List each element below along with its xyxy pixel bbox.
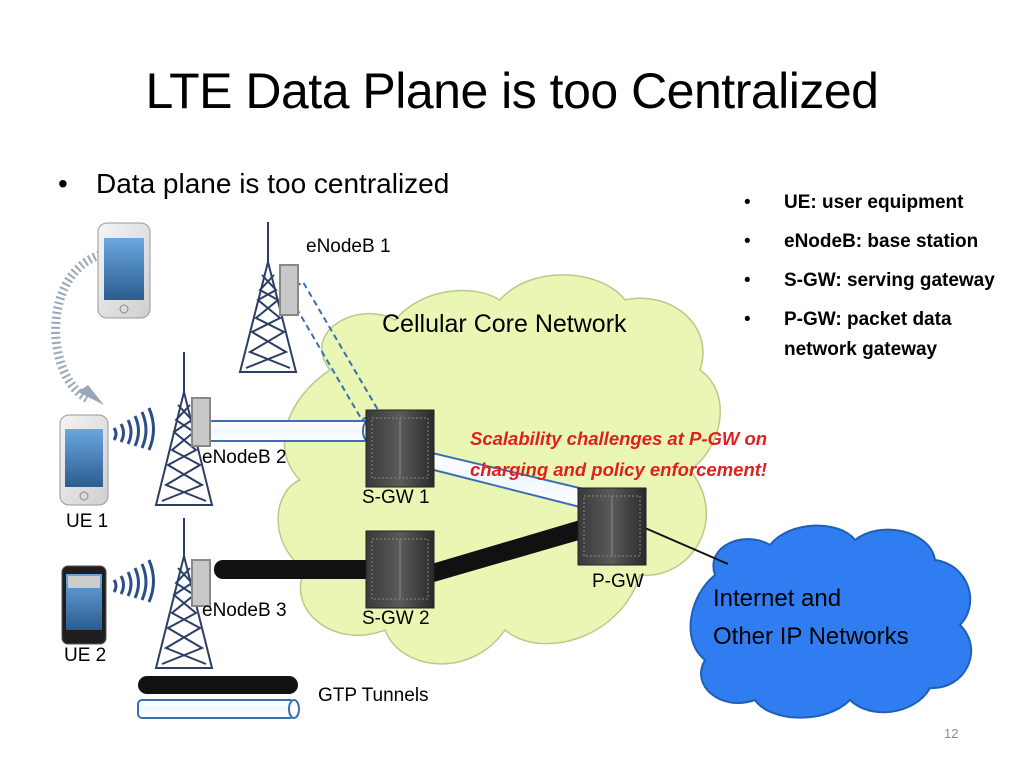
gtp-legend-white-tunnel: [137, 699, 300, 719]
legend-item-text: P-GW: packet data network gateway: [784, 309, 952, 360]
legend-item: •eNodeB: base station: [744, 231, 979, 252]
enodeb3-label: eNodeB 3: [202, 600, 287, 621]
sgw1-server-icon: [365, 409, 435, 488]
tunnel-sgw2-pgw: [428, 520, 586, 582]
ue1-phone-icon: [59, 414, 109, 506]
enodeb1-label: eNodeB 1: [306, 236, 391, 257]
legend-item-text: eNodeB: base station: [784, 231, 979, 252]
main-bullet-text: Data plane is too centralized: [96, 168, 450, 199]
ue-phone-top-icon: [97, 222, 151, 319]
warning-line2: charging and policy enforcement!: [470, 459, 768, 480]
enodeb2-label: eNodeB 2: [202, 447, 287, 468]
legend-item: •S-GW: serving gateway: [744, 270, 995, 291]
warning-line1: Scalability challenges at P-GW on: [470, 428, 768, 449]
internet-cloud: [689, 524, 973, 719]
ue2-phone-icon: [61, 565, 107, 645]
tunnel-enb3-sgw2: [214, 560, 374, 579]
radio-waves-ue1-icon: [112, 407, 155, 451]
sgw2-server-icon: [365, 530, 435, 609]
enodeb3-tower-icon: [154, 518, 214, 669]
enodeb2-tower-icon: [154, 352, 214, 506]
internet-label-line1: Internet and: [713, 585, 842, 612]
abbreviation-legend: •UE: user equipment •eNodeB: base statio…: [740, 188, 1020, 374]
scalability-warning: Scalability challenges at P-GW on chargi…: [470, 423, 767, 485]
gtp-legend-black-tunnel: [138, 676, 298, 694]
gtp-tunnels-label: GTP Tunnels: [318, 685, 429, 706]
core-cloud-label: Cellular Core Network: [382, 310, 627, 338]
handover-arrow: [51, 250, 102, 405]
slide-title: LTE Data Plane is too Centralized: [145, 63, 879, 119]
ue2-label: UE 2: [64, 645, 107, 666]
page-number: 12: [944, 726, 959, 741]
legend-item: •P-GW: packet data network gateway: [744, 309, 952, 360]
tunnel-enb2-sgw1: [207, 420, 374, 442]
pgw-label: P-GW: [592, 571, 644, 592]
internet-label-line2: Other IP Networks: [713, 623, 909, 650]
radio-waves-ue2-icon: [112, 559, 155, 603]
sgw1-label: S-GW 1: [362, 487, 430, 508]
legend-item: •UE: user equipment: [744, 192, 964, 213]
legend-item-text: UE: user equipment: [784, 192, 964, 213]
ue1-label: UE 1: [66, 511, 109, 532]
handover-arrow-head: [78, 385, 104, 405]
main-bullet: • Data plane is too centralized: [58, 168, 449, 200]
bullet-dot: •: [58, 168, 68, 199]
enodeb1-tower-icon: [238, 222, 299, 373]
pgw-server-icon: [577, 487, 647, 566]
pgw-internet-link: [644, 527, 729, 565]
legend-item-text: S-GW: serving gateway: [784, 270, 995, 291]
internet-label: Internet and Other IP Networks: [713, 580, 909, 656]
sgw2-label: S-GW 2: [362, 608, 430, 629]
